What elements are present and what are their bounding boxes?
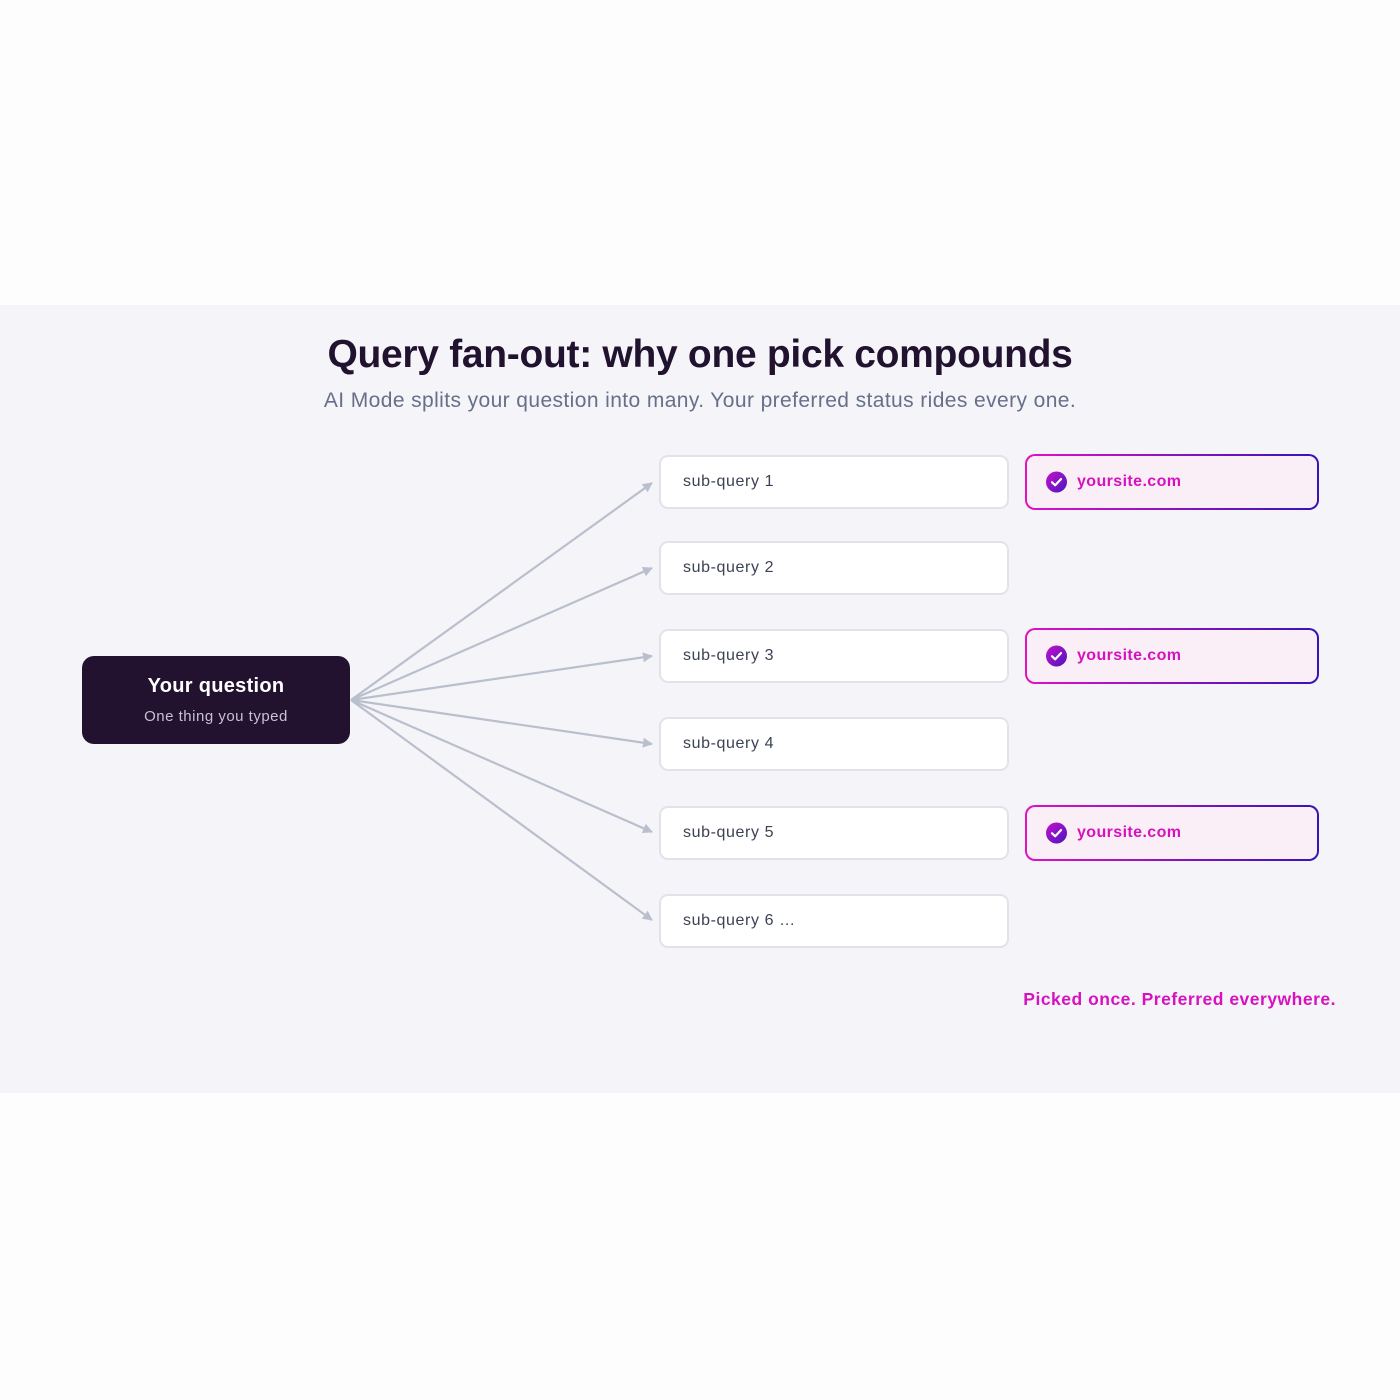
question-title: Your question [147, 675, 285, 697]
sub-query-label: sub-query 1 [683, 473, 775, 490]
question-subtitle: One thing you typed [144, 708, 288, 725]
sub-query-label: sub-query 4 [683, 735, 775, 752]
picked-site-label: yoursite.com [1077, 647, 1182, 664]
sub-query-node: sub-query 2 [659, 541, 1009, 595]
sub-query-label: sub-query 2 [683, 559, 775, 576]
check-circle-icon [1046, 645, 1067, 667]
page-title: Query fan-out: why one pick compounds [327, 333, 1073, 376]
sub-query-label: sub-query 3 [683, 647, 775, 664]
sub-query-node: sub-query 4 [659, 717, 1009, 771]
sub-query-node: sub-query 3 [659, 629, 1009, 683]
picked-site-label: yoursite.com [1077, 824, 1182, 841]
picked-site-label: yoursite.com [1077, 473, 1182, 490]
check-circle-icon [1046, 822, 1067, 844]
picked-site-badge: yoursite.com [1025, 805, 1319, 861]
sub-query-node: sub-query 5 [659, 806, 1009, 860]
sub-query-label: sub-query 6 … [683, 912, 796, 929]
check-circle-icon [1046, 471, 1067, 493]
picked-site-badge: yoursite.com [1025, 628, 1319, 684]
sub-query-node: sub-query 1 [659, 455, 1009, 509]
tagline: Picked once. Preferred everywhere. [1023, 989, 1336, 1009]
sub-query-label: sub-query 5 [683, 824, 775, 841]
page-subtitle: AI Mode splits your question into many. … [323, 389, 1077, 412]
picked-site-badge: yoursite.com [1025, 454, 1319, 510]
sub-query-node: sub-query 6 … [659, 894, 1009, 948]
question-node: Your question One thing you typed [82, 656, 350, 744]
